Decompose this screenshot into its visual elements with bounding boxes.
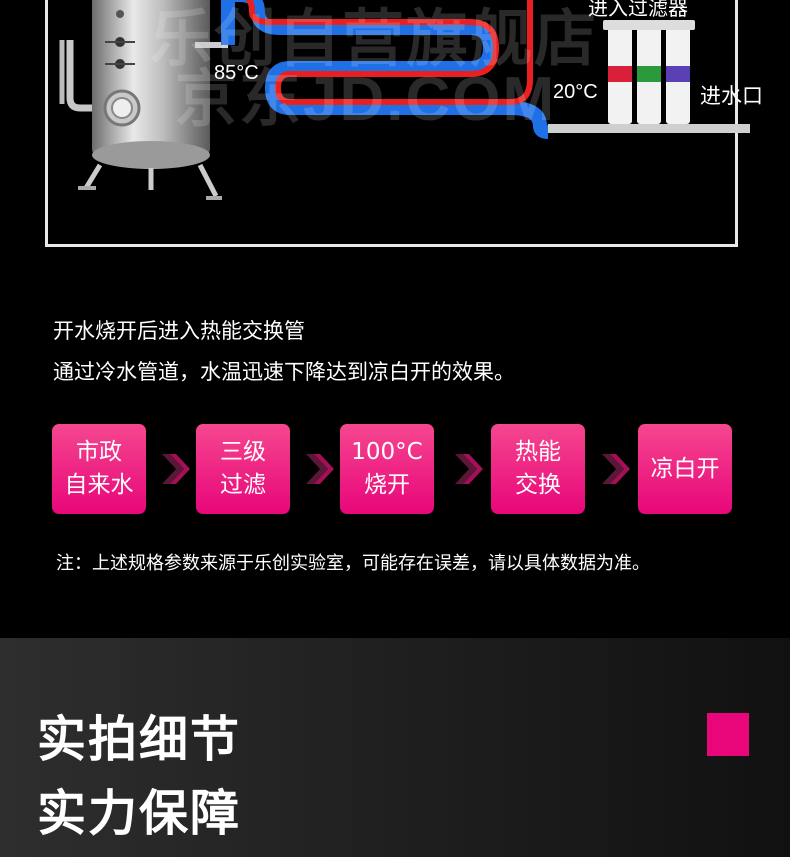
step-label-line: 烧开 <box>364 472 410 498</box>
heat-exchange-diagram <box>59 0 750 200</box>
process-step-cool-water: 凉白开 <box>638 424 732 514</box>
step-label-line: 自来水 <box>64 472 134 498</box>
description-line-2: 通过冷水管道，水温迅速下降达到凉白开的效果。 <box>53 360 515 384</box>
process-step-tap-water: 市政自来水 <box>52 424 146 514</box>
chevron-right-icon <box>455 454 483 484</box>
chevron-right-icon <box>602 454 630 484</box>
disclaimer-note: 注：上述规格参数来源于乐创实验室，可能存在误差，请以具体数据为准。 <box>56 553 650 574</box>
chevron-right-icon <box>162 454 190 484</box>
filter-cartridges-icon <box>603 20 695 124</box>
section-headline-1: 实拍细节 <box>37 711 242 768</box>
description-line-1: 开水烧开后进入热能交换管 <box>53 319 305 343</box>
diagram-frame <box>45 0 738 247</box>
watermark-jd: 京东JD.COM <box>175 65 557 134</box>
cold-temperature: 20°C <box>553 81 598 103</box>
hot-pipe <box>245 0 533 105</box>
step-label-line: 市政 <box>76 439 122 465</box>
step-label-line: 凉白开 <box>650 455 720 482</box>
step-label-line: 过滤 <box>220 472 266 498</box>
step-label-line: 三级 <box>220 439 266 465</box>
process-step-boiling: 100°C 烧开 <box>340 424 434 514</box>
accent-square <box>707 713 749 756</box>
step-label-line: 热能 <box>515 439 561 465</box>
process-step-heat-exchange: 热能交换 <box>491 424 585 514</box>
section-banner <box>0 638 790 857</box>
process-step-filtration: 三级过滤 <box>196 424 290 514</box>
step-label-line: 100°C <box>351 439 423 465</box>
filter-label: 进入过滤器 <box>588 0 688 20</box>
hot-temperature: 85°C <box>214 62 259 84</box>
watermark-store: 乐创自营旗舰店 <box>150 5 599 74</box>
step-label-line: 交换 <box>515 472 561 498</box>
inlet-pipe <box>548 124 750 133</box>
boiler-tank-icon <box>59 0 228 200</box>
chevron-right-icon <box>306 454 334 484</box>
inlet-label: 进水口 <box>700 84 763 108</box>
section-headline-2: 实力保障 <box>37 785 242 842</box>
